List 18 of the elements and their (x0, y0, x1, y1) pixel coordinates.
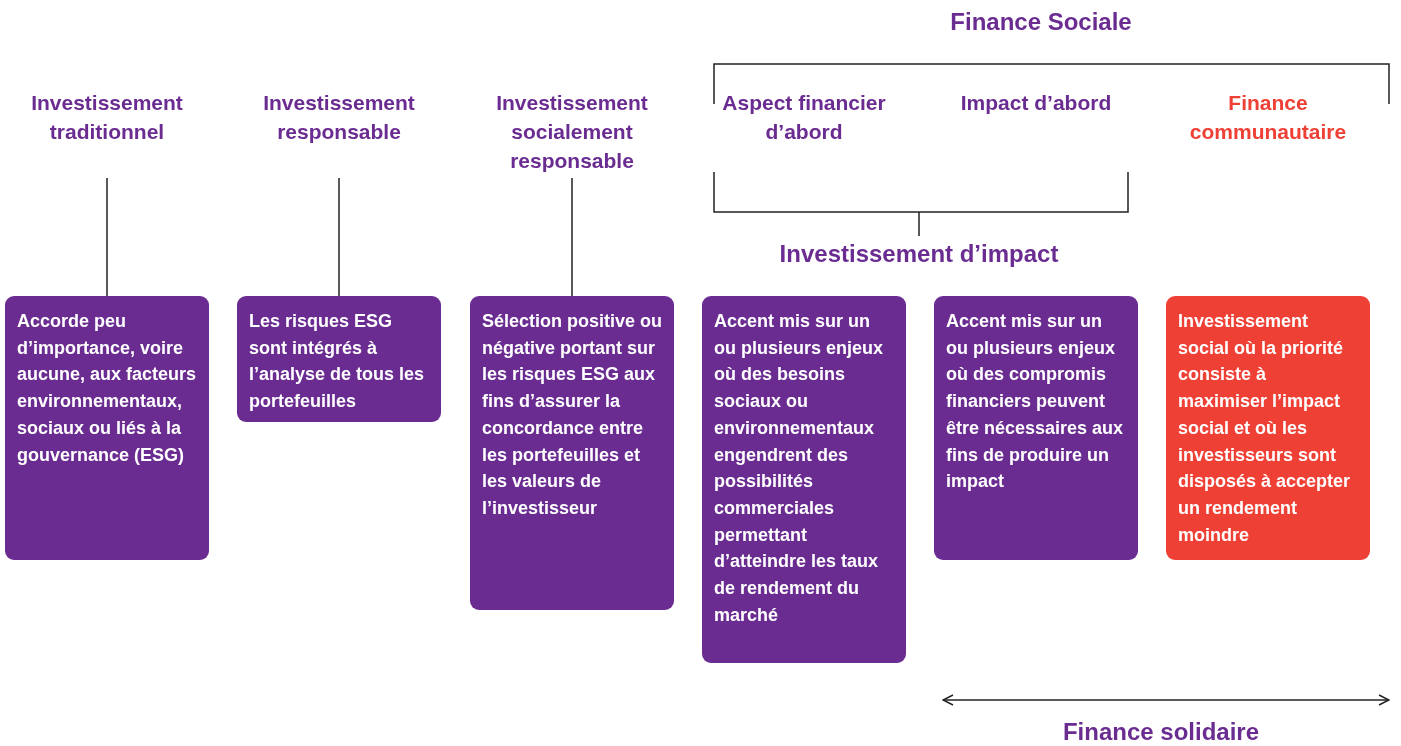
column-heading: Investissement traditionnel (0, 88, 217, 178)
group-title: Finance Sociale (950, 8, 1132, 36)
column-heading: Finance communautaire (1158, 88, 1378, 178)
description-box: Investissement social où la priorité consiste à maximiser l’impact social et où les investisseurs sont disposés à accepter un rendement moindre (1166, 296, 1370, 560)
description-box: Accent mis sur un ou plusieurs enjeux où des compromis financiers peuvent être nécessaires aux fins de produire un impact (934, 296, 1138, 560)
column-heading: Aspect financier d’abord (694, 88, 914, 178)
description-box: Sélection positive ou négative portant sur les risques ESG aux fins d’assurer la concordance entre les portefeuilles et les valeurs de l’investisseur (470, 296, 674, 610)
connector-line (106, 177, 108, 297)
description-box: Accorde peu d’importance, voire aucune, aux facteurs environnementaux, sociaux ou liés à la gouvernance (ESG) (5, 296, 209, 560)
description-box: Accent mis sur un ou plusieurs enjeux où des besoins sociaux ou environnementaux engendrent des possibilités commerciales permettant d’atteindre les taux de rendement du marché (702, 296, 906, 663)
column-heading: Impact d’abord (926, 88, 1146, 178)
group-title: Finance solidaire (1062, 718, 1260, 746)
column-heading: Investissement socialement responsable (462, 88, 682, 178)
connector-line (338, 177, 340, 297)
description-box: Les risques ESG sont intégrés à l’analyse de tous les portefeuilles (237, 296, 441, 422)
column-heading: Investissement responsable (229, 88, 449, 178)
connector-line (571, 177, 573, 297)
group-title: Investissement d’impact (779, 240, 1059, 268)
